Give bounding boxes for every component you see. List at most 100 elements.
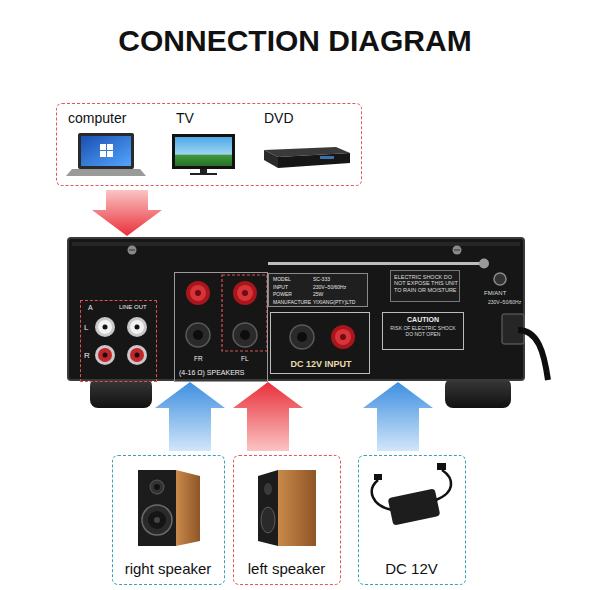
right-speaker-illustration-part	[154, 517, 160, 523]
panel-text: L	[84, 323, 88, 332]
right-speaker-illustration-part	[150, 480, 164, 494]
tv-icon-part	[175, 137, 232, 166]
panel-text: DC 12V INPUT	[277, 359, 365, 369]
dvd-player-icon-part	[320, 156, 334, 159]
speaker-terminals-part	[186, 281, 210, 305]
laptop-icon	[66, 133, 146, 176]
left-speaker-illustration-part	[258, 470, 278, 546]
antenna-and-power-part	[479, 259, 489, 269]
tv-icon-part	[200, 169, 207, 173]
panel-text: A	[88, 304, 93, 312]
panel-text: YIXIANG(PTY)LTD	[313, 300, 355, 306]
flow-arrow	[233, 382, 303, 451]
amplifier-body-part	[90, 378, 152, 408]
left-speaker-illustration-part	[264, 483, 272, 495]
dvd-player-icon	[264, 147, 350, 168]
flow-arrow	[363, 382, 433, 451]
dvd-player-icon-part	[278, 153, 350, 168]
tv-icon	[172, 134, 235, 175]
rca-jacks-part	[98, 320, 112, 334]
speaker-box: left speaker	[233, 455, 341, 585]
panel-text: FM/ANT	[484, 290, 506, 297]
panel-text: FL	[241, 355, 249, 362]
panel-text: LINE OUT	[119, 304, 147, 311]
laptop-icon-part	[100, 151, 106, 157]
dvd-player-icon-part	[264, 150, 278, 168]
rca-jacks-part	[103, 325, 108, 330]
tv-icon-part	[190, 173, 217, 175]
speaker-terminals-part	[233, 323, 257, 347]
amplifier-body-part	[68, 238, 524, 380]
rca-jacks-part	[95, 345, 115, 365]
panel-text: SC-333	[313, 277, 330, 283]
left-speaker-illustration-part	[261, 507, 275, 533]
antenna-and-power-part	[268, 262, 482, 265]
power-adapter-illustration-part	[436, 470, 451, 500]
speaker-terminals-part	[222, 275, 267, 351]
speaker-terminals-part	[233, 281, 257, 305]
amplifier-body-part	[129, 250, 135, 251]
panel-text: R	[84, 351, 90, 360]
rca-jacks-part	[98, 348, 112, 362]
amplifier-panel: FM/ANT230V~50/60HzALINE OUTLRFRFL(4-16 Ω…	[68, 238, 524, 380]
rca-jacks-part	[127, 345, 147, 365]
dc-input-plate: DC 12V INPUT	[270, 312, 370, 374]
rca-jacks-part	[127, 317, 147, 337]
right-speaker-illustration	[138, 470, 200, 546]
rca-jacks-part	[130, 320, 144, 334]
panel-text: right speaker	[113, 560, 223, 577]
right-speaker-illustration-part	[154, 484, 160, 490]
amplifier-body	[68, 238, 524, 408]
laptop-icon-part	[107, 151, 113, 157]
panel-text: left speaker	[234, 560, 339, 577]
caution-label: CAUTIONRISK OF ELECTRIC SHOCK DO NOT OPE…	[382, 312, 464, 350]
laptop-icon-part	[78, 133, 134, 169]
panel-text: 230V~50/60Hz	[488, 300, 521, 306]
speaker-terminals-part	[190, 285, 206, 301]
panel-text: MANUFACTURE	[273, 300, 311, 306]
dc-input-terminals-part	[297, 332, 307, 342]
panel-text: DVD	[264, 110, 294, 126]
left-speaker-illustration	[258, 470, 316, 546]
panel-text: 25W	[313, 292, 323, 298]
right-speaker-illustration-part	[148, 511, 166, 529]
dc-input-terminals-part	[331, 325, 355, 349]
power-adapter-illustration-part	[372, 480, 392, 510]
warning-label: ELECTRIC SHOCK DO NOT EXPOSE THIS UNIT T…	[390, 270, 460, 302]
rca-jacks-part	[103, 353, 108, 358]
flow-arrow	[92, 190, 162, 236]
flow-arrow	[155, 382, 225, 451]
rca-input-plate: A LINE OUT L R	[80, 300, 157, 382]
right-speaker-illustration-part	[142, 505, 172, 535]
power-adapter-illustration-part	[374, 474, 382, 480]
rca-jacks-part	[95, 317, 115, 337]
speaker-terminals-part	[240, 330, 250, 340]
speaker-box: right speaker	[112, 455, 225, 585]
panel-text: ELECTRIC SHOCK DO NOT EXPOSE THIS UNIT T…	[394, 274, 458, 293]
panel-text: CAUTION	[383, 316, 463, 324]
rca-jacks-part	[135, 353, 140, 358]
left-speaker-illustration-part	[278, 470, 316, 546]
dc-input-terminals	[290, 325, 355, 349]
panel-text: POWER	[273, 292, 292, 298]
antenna-and-power	[268, 259, 548, 381]
speaker-terminal-plate: FRFL(4-16 Ω) SPEAKERS	[174, 272, 268, 382]
panel-text: TV	[176, 110, 194, 126]
laptop-icon-part	[81, 136, 131, 166]
panel-text: INPUT	[273, 285, 288, 291]
amplifier-body-part	[72, 242, 520, 246]
panel-text: MODEL	[273, 277, 291, 283]
panel-text: DC 12V	[359, 560, 464, 577]
right-speaker-illustration-part	[138, 470, 176, 546]
right-speaker-illustration-part	[176, 470, 200, 546]
laptop-icon-part	[100, 144, 106, 150]
panel-text: (4-16 Ω) SPEAKERS	[179, 369, 245, 377]
panel-text: 230V~50/60Hz	[313, 285, 346, 291]
power-adapter-illustration-part	[388, 488, 441, 525]
speaker-terminals-part	[195, 290, 201, 296]
dc-input-terminals-part	[335, 329, 351, 345]
amplifier-body-part	[128, 246, 137, 255]
amplifier-body-part	[445, 378, 511, 408]
dc-input-terminals-part	[340, 334, 346, 340]
